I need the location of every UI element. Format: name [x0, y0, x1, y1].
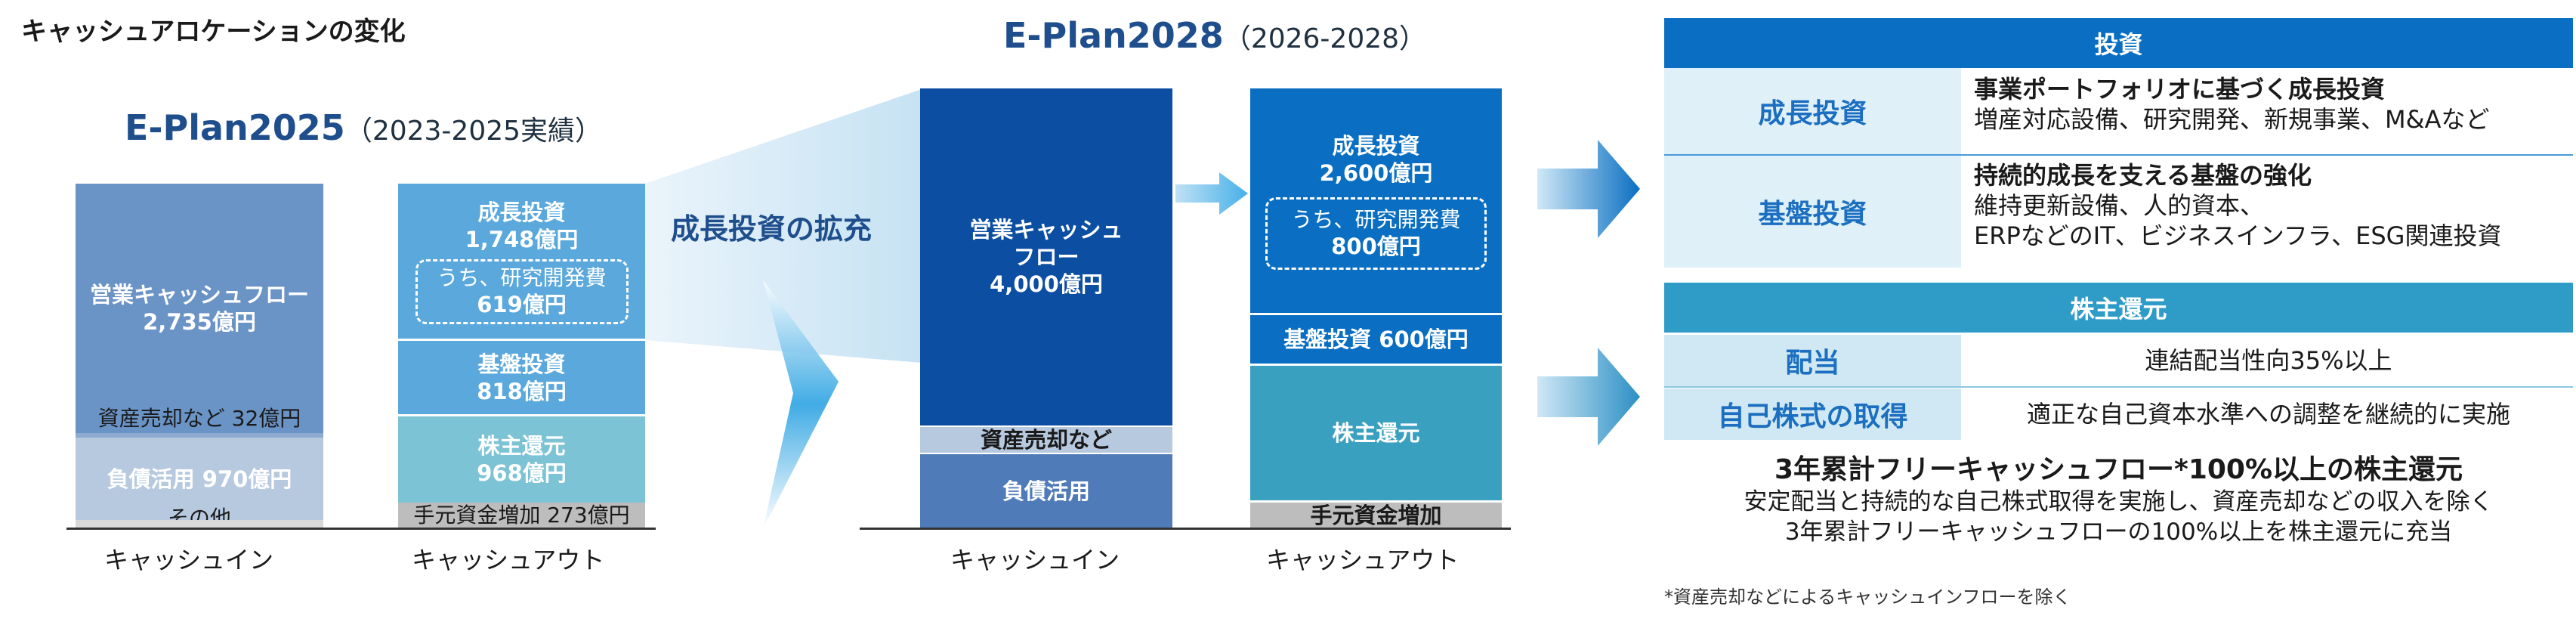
plan2028-growth-value: 2,600億円: [1319, 159, 1433, 186]
plan2025-asset-sales-bar: [76, 433, 323, 438]
plan2025-cash-increase-label: 手元資金増加 273億円: [413, 502, 630, 528]
plan2025-return-value: 968億円: [477, 460, 567, 486]
shareholder-row-buyback-label: 自己株式の取得: [1664, 388, 1961, 440]
transition-band: [645, 89, 922, 529]
investment-row-growth-line: 増産対応設備、研究開発、新規事業、M&Aなど: [1974, 105, 2490, 134]
investment-row-base-label: 基盤投資: [1664, 156, 1961, 268]
investment-row-base-desc: 持続的成長を支える基盤の強化 維持更新設備、人的資本、 ERPなどのIT、ビジネ…: [1974, 160, 2571, 251]
plan2025-rd-box: うち、研究開発費 619億円: [415, 258, 629, 324]
investment-row-base-line-1: 維持更新設備、人的資本、: [1974, 191, 2265, 220]
shareholder-policy-title: 3年累計フリーキャッシュフロー*100%以上の株主還元: [1774, 454, 2463, 485]
plan2025-rd-value: 619億円: [477, 291, 567, 317]
plan2028-cash-increase-segment: 手元資金増加: [1250, 503, 1502, 528]
plan2025-operating-cf-value: 2,735億円: [143, 309, 256, 335]
investment-row-growth-label: 成長投資: [1664, 68, 1961, 154]
shareholder-header: 株主還元: [1664, 283, 2573, 333]
plan2028-return-segment: 株主還元: [1250, 366, 1502, 500]
plan2028-cash-in-label: キャッシュイン: [950, 546, 1120, 574]
plan2025-base-value: 818億円: [477, 378, 567, 404]
plan2028-cash-increase-label: 手元資金増加: [1310, 502, 1442, 528]
plan2025-period: （2023-2025実績）: [344, 116, 603, 147]
plan2028-base-segment: 基盤投資 600億円: [1250, 315, 1502, 364]
plan2028-operating-cf-value: 4,000億円: [990, 271, 1103, 297]
page-title: キャッシュアロケーションの変化: [21, 17, 406, 47]
investment-row-growth-desc: 事業ポートフォリオに基づく成長投資 増産対応設備、研究開発、新規事業、M&Aなど: [1974, 74, 2571, 135]
plan2028-rd-value: 800億円: [1331, 233, 1421, 259]
plan2028-debt-segment: 負債活用: [920, 454, 1172, 528]
shareholder-row-dividend-text: 連結配当性向35%以上: [2145, 346, 2392, 375]
plan2025-return-segment: 株主還元 968億円: [398, 416, 645, 503]
shareholder-policy-line-2: 3年累計フリーキャッシュフローの100%以上を株主還元に充当: [1784, 518, 2453, 546]
plan2028-return-label: 株主還元: [1332, 420, 1420, 446]
plan2025-axis: [66, 528, 656, 530]
investment-arrow-icon: [1537, 140, 1640, 238]
transition-label: 成長投資の拡充: [671, 212, 873, 246]
plan2028-rd-box: うち、研究開発費 800億円: [1265, 197, 1487, 270]
plan2025-debt-segment: 負債活用 970億円: [76, 438, 323, 520]
plan2025-cash-out-label: キャッシュアウト: [412, 546, 605, 574]
plan2025-growth-segment: 成長投資 1,748億円 うち、研究開発費 619億円: [398, 184, 645, 339]
expand-arrow-icon: [1175, 172, 1248, 215]
shareholder-row-buyback-text: 適正な自己資本水準への調整を継続的に実施: [2026, 400, 2510, 429]
plan2025-growth-value: 1,748億円: [465, 226, 579, 252]
footnote: *資産売却などによるキャッシュインフローを除く: [1664, 586, 2071, 608]
investment-row-base-line-2: ERPなどのIT、ビジネスインフラ、ESG関連投資: [1974, 221, 2502, 250]
plan2025-name: E-Plan2025: [125, 107, 345, 148]
plan2025-rd-label: うち、研究開発費: [437, 265, 607, 290]
shareholder-arrow-icon: [1537, 348, 1640, 446]
shareholder-policy-line-1: 安定配当と持続的な自己株式取得を実施し、資産売却などの収入を除く: [1744, 488, 2494, 515]
plan2025-operating-cf-label: 営業キャッシュフロー: [89, 282, 309, 308]
plan2028-growth-segment: 成長投資 2,600億円 うち、研究開発費 800億円: [1250, 88, 1502, 313]
plan2028-name: E-Plan2028: [1003, 15, 1224, 56]
plan2028-growth-label: 成長投資: [1332, 132, 1420, 159]
plan2025-cash-in-label: キャッシュイン: [104, 546, 274, 574]
plan2028-operating-cf-label-1: 営業キャッシュ: [969, 217, 1123, 243]
plan2028-asset-sales-label: 資産売却など: [980, 427, 1112, 453]
plan2028-title: E-Plan2028（2026-2028）: [1003, 15, 1426, 56]
plan2025-growth-label: 成長投資: [477, 199, 566, 225]
investment-header: 投資: [1664, 18, 2573, 68]
plan2028-cash-out-label: キャッシュアウト: [1266, 546, 1459, 574]
plan2025-title: E-Plan2025（2023-2025実績）: [125, 107, 602, 148]
plan2025-return-label: 株主還元: [477, 433, 566, 459]
investment-row-growth-heading: 事業ポートフォリオに基づく成長投資: [1974, 75, 2386, 104]
shareholder-row-dividend-label: 配当: [1664, 335, 1961, 386]
plan2025-cash-increase-segment: 手元資金増加 273億円: [398, 503, 645, 528]
shareholder-divider: [1664, 386, 2573, 388]
plan2025-base-segment: 基盤投資 818億円: [398, 341, 645, 414]
plan2025-other-bar: [76, 520, 323, 528]
plan2028-asset-sales-segment: 資産売却など: [920, 427, 1172, 453]
plan2028-base-label: 基盤投資 600億円: [1283, 326, 1469, 352]
plan2028-operating-cf-segment: 営業キャッシュ フロー 4,000億円: [920, 88, 1172, 425]
investment-row-base-heading: 持続的成長を支える基盤の強化: [1974, 161, 2312, 190]
plan2025-debt-label: 負債活用 970億円: [107, 466, 292, 492]
plan2028-operating-cf-label-2: フロー: [1013, 244, 1080, 270]
plan2025-asset-sales-label: 資産売却など 32億円: [97, 406, 301, 431]
plan2025-base-label: 基盤投資: [477, 351, 566, 377]
plan2028-period: （2026-2028）: [1223, 23, 1427, 54]
plan2028-axis: [860, 528, 1511, 530]
plan2028-debt-label: 負債活用: [1002, 478, 1090, 504]
plan2025-operating-cf-segment: 営業キャッシュフロー 2,735億円: [76, 184, 323, 433]
shareholder-policy: 3年累計フリーキャッシュフロー*100%以上の株主還元 安定配当と持続的な自己株…: [1664, 453, 2573, 547]
plan2028-rd-label: うち、研究開発費: [1291, 206, 1461, 232]
plan2025-asset-sales-segment: 資産売却など 32億円: [76, 404, 323, 433]
investment-divider: [1664, 154, 2573, 156]
